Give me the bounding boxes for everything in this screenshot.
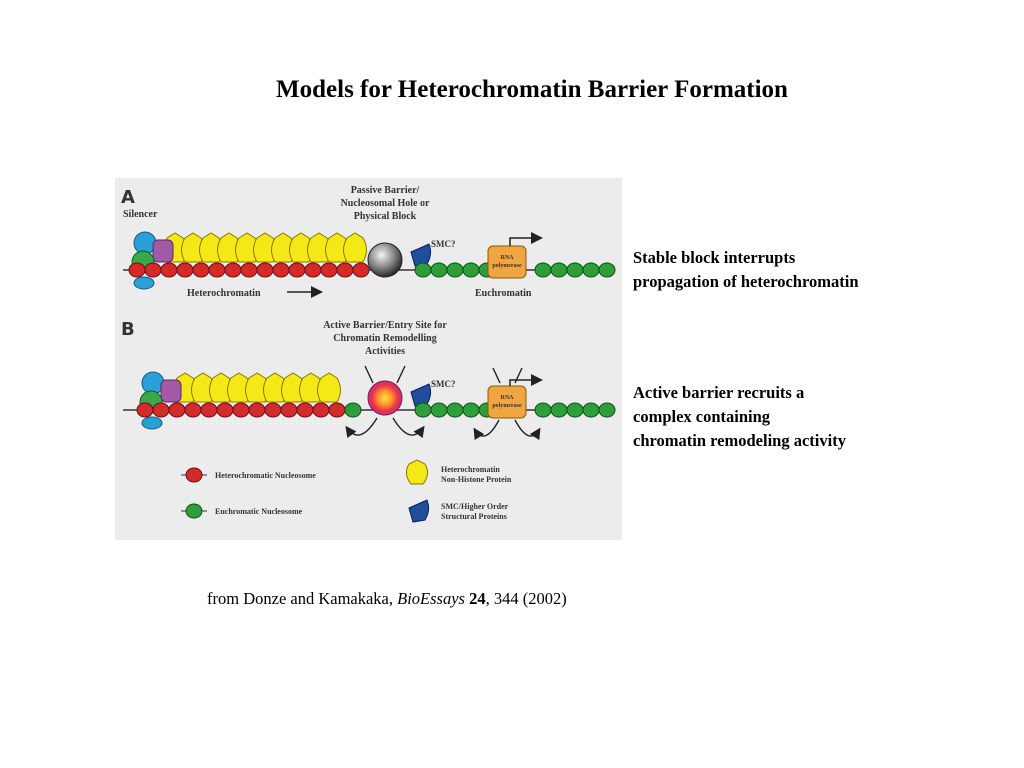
page-title: Models for Heterochromatin Barrier Forma… (276, 76, 788, 103)
svg-text:Heterochromatic Nucleosome: Heterochromatic Nucleosome (215, 471, 316, 480)
svg-text:SMC/Higher Order: SMC/Higher Order (441, 502, 509, 511)
active-barrier-site (367, 380, 403, 416)
panel-a-letter: A (121, 187, 135, 208)
remodeller-tethers (364, 365, 406, 384)
svg-text:RNA: RNA (501, 395, 515, 401)
svg-text:Physical Block: Physical Block (354, 211, 417, 222)
legend-euchromatic: Euchromatic Nucleosome (181, 503, 303, 519)
citation: from Donze and Kamakaka, BioEssays 24, 3… (207, 589, 567, 608)
smc-label-b: SMC? (431, 379, 456, 389)
smc-protein-a (410, 243, 432, 267)
legend-nonhistone: Heterochromatin Non-Histone Protein (405, 459, 512, 485)
svg-text:Activities: Activities (365, 346, 405, 357)
active-barrier-label: Active Barrier/Entry Site for Chromatin … (323, 320, 447, 357)
rna-polymerase-a: RNA polymerase (487, 232, 543, 279)
svg-text:Heterochromatin: Heterochromatin (441, 465, 500, 474)
svg-text:Structural Proteins: Structural Proteins (441, 512, 507, 521)
panel-b-letter: B (121, 319, 135, 340)
svg-text:Passive Barrier/: Passive Barrier/ (351, 185, 420, 196)
barrier-model-figure: A Silencer Passive Barrier/ Nucleosomal … (115, 178, 622, 540)
svg-text:Euchromatic Nucleosome: Euchromatic Nucleosome (215, 507, 303, 516)
smc-protein-b (410, 383, 432, 407)
silencer-complex-b (139, 371, 182, 430)
heterochromatin-label: Heterochromatin (187, 288, 261, 299)
figure-legend: Heterochromatic Nucleosome Euchromatic N… (181, 459, 512, 523)
recruitment-arrows (345, 417, 541, 441)
heterochromatic-nucleosomes-b (136, 402, 346, 418)
nonhistone-protein-row-b (173, 372, 341, 403)
physical-block-a (367, 242, 403, 278)
svg-text:polymerase: polymerase (492, 263, 522, 269)
silencer-label: Silencer (123, 209, 158, 220)
svg-text:Active Barrier/Entry Site for: Active Barrier/Entry Site for (323, 320, 447, 331)
caption-passive-barrier: Stable block interrupts propagation of h… (633, 248, 859, 291)
rna-polymerase-b: RNA polymerase (487, 367, 543, 419)
panel-b: B Active Barrier/Entry Site for Chromati… (121, 319, 616, 441)
euchromatin-label: Euchromatin (475, 288, 532, 299)
smc-label-a: SMC? (431, 239, 456, 249)
euchromatic-nucleosomes-b (344, 402, 616, 418)
passive-barrier-label: Passive Barrier/ Nucleosomal Hole or Phy… (341, 185, 430, 222)
euchromatic-nucleosomes-a (414, 262, 616, 278)
caption-active-barrier: Active barrier recruits a complex contai… (633, 383, 846, 450)
svg-text:Nucleosomal Hole or: Nucleosomal Hole or (341, 198, 430, 209)
heterochromatic-nucleosomes-a (128, 262, 370, 278)
svg-text:Chromatin Remodelling: Chromatin Remodelling (333, 333, 436, 344)
nonhistone-protein-row-a (163, 232, 367, 263)
svg-text:RNA: RNA (501, 255, 515, 261)
svg-text:polymerase: polymerase (492, 403, 522, 409)
panel-a: A Silencer Passive Barrier/ Nucleosomal … (121, 185, 616, 299)
silencer-complex-a (131, 231, 174, 290)
svg-text:Non-Histone Protein: Non-Histone Protein (441, 475, 512, 484)
legend-smc: SMC/Higher Order Structural Proteins (408, 499, 509, 523)
legend-heterochromatic: Heterochromatic Nucleosome (181, 467, 316, 483)
